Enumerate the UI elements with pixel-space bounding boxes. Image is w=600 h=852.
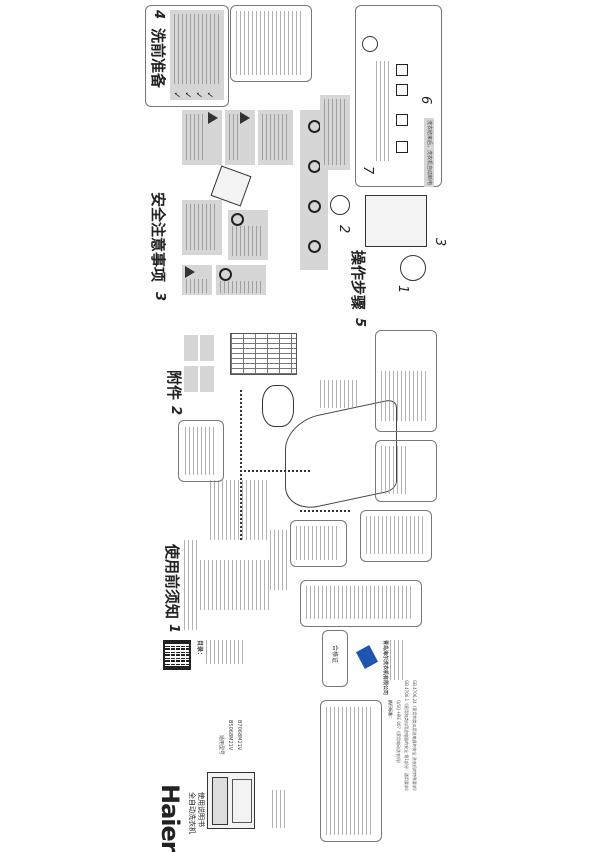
leader-line [240,390,242,540]
safety-block [182,265,212,295]
company-name: 青岛海尔洗衣机有限公司 [382,640,388,696]
power-knob-icon[interactable] [362,36,378,52]
parts-box [290,520,347,567]
section-1-title: 使用前须知 [163,544,181,620]
safety-block [225,110,255,165]
certificate-box: 合格证 [322,630,348,687]
standard-3: GB 4706.24《家用和类似用途电器的安全 洗衣机的特殊要求》 [412,680,417,793]
section-1-intro [184,540,198,630]
section-1-notice-box [178,420,224,482]
model-2: B7068M21V [236,720,242,751]
safety-block [216,265,266,295]
section-2-number: 2 [168,406,183,416]
step-2: 2 [336,225,351,234]
section-5-number: 5 [352,318,367,328]
filter-box [375,440,437,502]
warranty-text-box [320,700,382,842]
prep-text-box [230,5,312,82]
section-5-title: 操作步骤 [349,250,367,311]
safety-block [258,110,293,165]
cleaning-box [360,510,432,562]
step-6: 6 [418,96,433,105]
toc-title: 目录： [196,640,203,659]
step-7: 7 [360,166,375,175]
washer-operation-illustration [365,195,427,247]
certification-mark [356,645,378,669]
water-level-button[interactable] [396,84,408,96]
certificate-label: 合格证 [331,645,338,664]
standard-2: GB 4706.1《家用和类似用途电器的安全 第1部分：通用要求》 [404,680,409,793]
section-3-number: 3 [152,292,167,302]
leader-line [300,510,350,512]
section-3-title: 安全注意事项 [149,192,167,283]
prep-note [320,95,350,170]
tap-icon [330,195,350,215]
accessory-2 [200,335,214,361]
start-pause-button[interactable] [396,114,408,126]
control-panel-box: 7 6 [355,5,442,187]
install-box [300,580,422,627]
safety-block [228,210,268,260]
company-contact [390,640,404,680]
step-3: 3 [432,238,447,247]
lid-detail [262,385,294,427]
cover-footer-text [272,790,286,828]
qr-code[interactable] [163,640,191,670]
leveling-box [375,330,437,432]
end-notice: 洗衣结束后，洗衣机自动断电 [424,118,434,188]
doc-type: 使用说明书 [197,792,205,827]
section-2-title: 附件 [165,370,183,401]
prep-checklist: ✓ ✓ ✓ ✓ [170,10,224,100]
parts-labels [320,380,360,408]
safety-block [182,200,222,255]
section-4-number: 4 [151,10,166,20]
function-button[interactable] [396,141,408,153]
product-name: 全自动洗衣机 [188,792,196,834]
brand-logo: Haier [156,784,184,852]
section-4-box: 4 洗前准备 ✓ ✓ ✓ ✓ [145,5,229,107]
plug-icon [400,255,426,281]
toc-list [206,640,246,664]
standards-title: 执行标准： [388,700,393,720]
standard-1: Q/SQ-HRE 007《家用电动洗衣机》 [396,700,401,765]
step-1: 1 [395,285,410,294]
model-label: 适用型号 [218,735,224,756]
section-1-number: 1 [166,624,181,634]
program-button[interactable] [396,64,408,76]
accessory-1 [184,335,198,361]
section-1-text [200,560,270,610]
section-4-title: 洗前准备 [149,28,167,89]
safety-block [182,110,222,165]
model-1: B5068M21V [227,720,233,751]
accessory-3 [184,366,198,392]
washer-illustration [207,772,255,829]
spec-table [230,333,297,375]
indicator-labels [376,61,392,161]
accessory-4 [200,366,214,392]
leader-line [240,470,310,472]
section-1-drain [270,530,290,590]
